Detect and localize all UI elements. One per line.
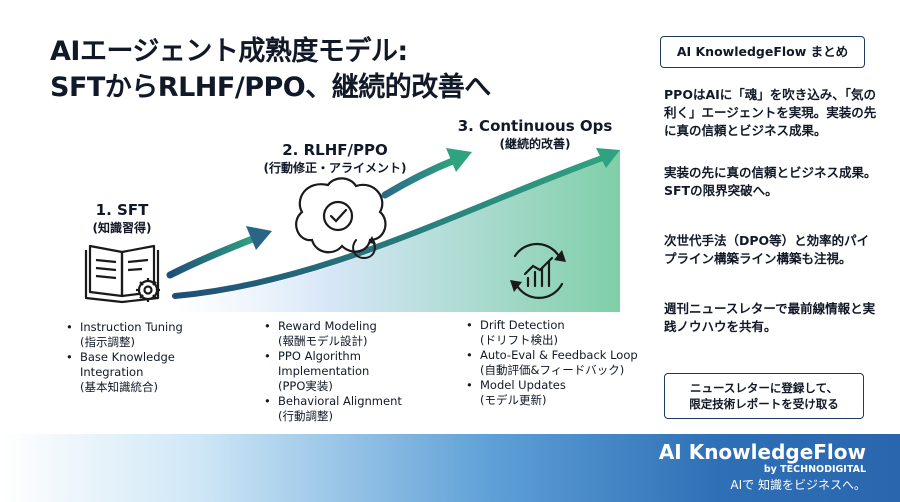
brain-check-icon [295, 177, 387, 260]
cycle-chart-icon [510, 242, 566, 299]
maturity-illustration [84, 148, 620, 312]
stage-sft-bullets: Instruction Tuning(指示調整) Base Knowledge … [66, 320, 216, 395]
stage-rlhf-subheading: (行動修正・アライメント) [263, 161, 407, 175]
stage-rlhf-bullets: Reward Modeling(報酬モデル設計) PPO Algorithm I… [264, 319, 414, 424]
list-item: Instruction Tuning(指示調整) [66, 320, 216, 350]
list-item: PPO Algorithm Implementation(PPO実装) [264, 349, 414, 394]
page-title: AIエージェント成熟度モデル: SFTからRLHF/PPO、継続的改善へ [50, 34, 610, 106]
sidebar-title: AI KnowledgeFlow まとめ [660, 36, 865, 68]
main-growth-arrow [172, 153, 611, 299]
cta-line-2: 限定技術レポートを受け取る [689, 397, 839, 411]
sidebar-paragraph-4: 週刊ニュースレターで最前線情報と実践ノウハウを共有。 [664, 301, 876, 334]
stage-ops-bullets: Drift Detection(ドリフト検出) Auto-Eval & Feed… [466, 318, 656, 408]
stage-ops-label: 3. Continuous Ops (継続的改善) [455, 116, 615, 153]
stage-ops-subheading: (継続的改善) [499, 137, 571, 151]
list-item: Auto-Eval & Feedback Loop(自動評価&フィードバック) [466, 348, 656, 378]
sidebar-paragraph-2: 実装の先に真の信頼とビジネス成果。SFTの限界突破へ。 [664, 165, 877, 198]
title-line-2: SFTからRLHF/PPO、継続的改善へ [50, 72, 491, 103]
sidebar-paragraph-3: 次世代手法（DPO等）と効率的パイプライン構築ライン構築も注視。 [664, 233, 870, 266]
stage-sft-label: 1. SFT (知識習得) [72, 200, 172, 237]
stage-sft-heading: 1. SFT [95, 201, 149, 219]
stage-ops-heading: 3. Continuous Ops [457, 117, 613, 135]
growth-area [175, 150, 620, 312]
brand-byline: by TECHNODIGITAL [763, 464, 866, 475]
stage-rlhf-heading: 2. RLHF/PPO [282, 141, 388, 159]
open-book-gear-icon [84, 244, 160, 304]
list-item: Model Updates(モデル更新) [466, 378, 656, 408]
list-item: Base Knowledge Integration(基本知識統合) [66, 350, 216, 395]
cta-line-1: ニュースレターに登録して、 [689, 381, 838, 395]
sidebar-paragraph-1: PPOはAIに「魂」を吹き込み、「気の利く」エージェントを実現。実装の先に真の信… [664, 87, 877, 138]
arrow-sft-to-rlhf-head [246, 226, 272, 250]
arrow-sft-to-rlhf [166, 234, 259, 279]
brand-tagline: AIで 知識をビジネスへ。 [730, 478, 866, 492]
arrow-rlhf-to-ops [381, 156, 459, 199]
arrow-rlhf-to-ops-head [446, 148, 472, 172]
list-item: Behavioral Alignment(行動調整) [264, 394, 414, 424]
list-item: Reward Modeling(報酬モデル設計) [264, 319, 414, 349]
title-line-1: AIエージェント成熟度モデル: [50, 36, 408, 67]
list-item: Drift Detection(ドリフト検出) [466, 318, 656, 348]
main-arrow-head [596, 148, 620, 168]
newsletter-signup-button[interactable]: ニュースレターに登録して、 限定技術レポートを受け取る [664, 373, 864, 419]
brand-name: AI KnowledgeFlow [658, 440, 866, 464]
footer-band [0, 434, 900, 502]
stage-rlhf-label: 2. RLHF/PPO (行動修正・アライメント) [240, 140, 430, 177]
stage-sft-subheading: (知識習得) [92, 221, 152, 235]
footer-brand: AI KnowledgeFlow by TECHNODIGITAL AIで 知識… [659, 440, 866, 494]
